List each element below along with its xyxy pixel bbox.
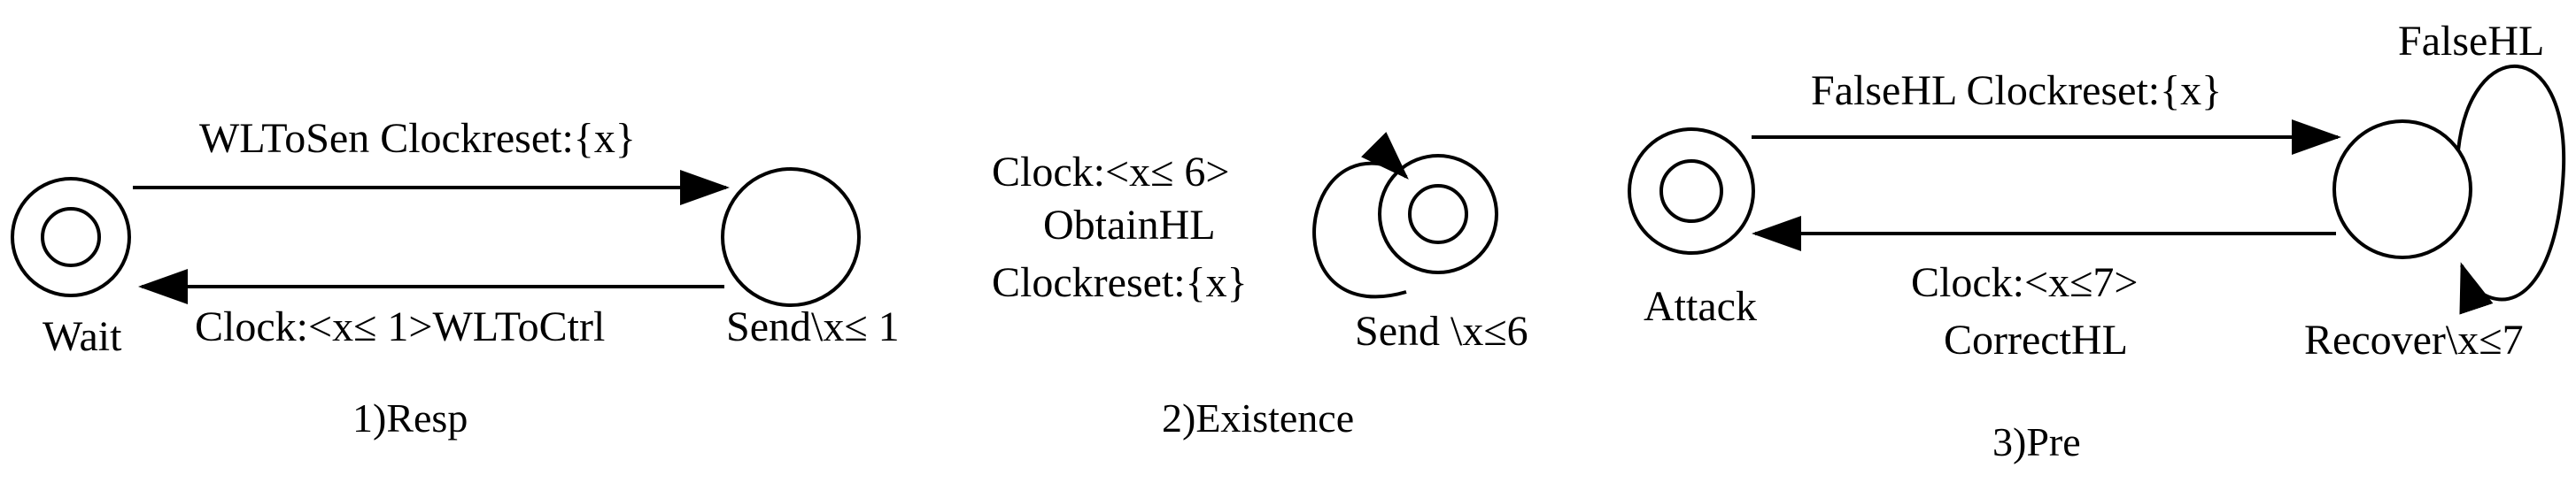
caption-resp: 1)Resp bbox=[352, 395, 468, 441]
transition-label-falsehl-loop: FalseHL bbox=[2398, 18, 2544, 65]
state-send bbox=[721, 167, 861, 307]
self-loop-arrow-existence bbox=[1312, 132, 1409, 299]
transition-label-wltoctrl: Clock:<x≤ 1>WLToCtrl bbox=[195, 303, 605, 350]
state-wait bbox=[11, 177, 131, 297]
state-label-send-existence: Send \x≤6 bbox=[1355, 308, 1528, 355]
self-loop-arrow-recover bbox=[2456, 65, 2566, 315]
transition-label-pre-guard: Clock:<x≤7> bbox=[1911, 259, 2138, 306]
diagram-existence: Clock:<x≤ 6> ObtainHL Clockreset:{x} Sen… bbox=[992, 132, 1528, 441]
diagram-resp: WLToSen Clockreset:{x} Clock:<x≤ 1>WLToC… bbox=[11, 115, 900, 441]
transition-label-wltosen: WLToSen Clockreset:{x} bbox=[199, 115, 636, 162]
state-label-wait: Wait bbox=[43, 313, 122, 360]
state-label-recover: Recover\x≤7 bbox=[2304, 317, 2524, 364]
state-send-existence bbox=[1378, 154, 1498, 274]
transition-label-existence-reset: Clockreset:{x} bbox=[992, 259, 1248, 306]
transition-label-existence-action: ObtainHL bbox=[1043, 202, 1216, 249]
state-attack bbox=[1628, 127, 1755, 255]
transition-label-correcthl: CorrectHL bbox=[1944, 317, 2128, 364]
caption-existence: 2)Existence bbox=[1162, 395, 1354, 441]
state-recover bbox=[2332, 119, 2472, 259]
diagram-pre: FalseHL Clockreset:{x} Clock:<x≤7> Corre… bbox=[1628, 18, 2566, 464]
transition-label-falsehl-reset: FalseHL Clockreset:{x} bbox=[1811, 67, 2222, 114]
transition-label-existence-guard: Clock:<x≤ 6> bbox=[992, 149, 1229, 196]
caption-pre: 3)Pre bbox=[1992, 419, 2081, 464]
state-label-send: Send\x≤ 1 bbox=[726, 303, 900, 350]
state-label-attack: Attack bbox=[1644, 283, 1757, 330]
